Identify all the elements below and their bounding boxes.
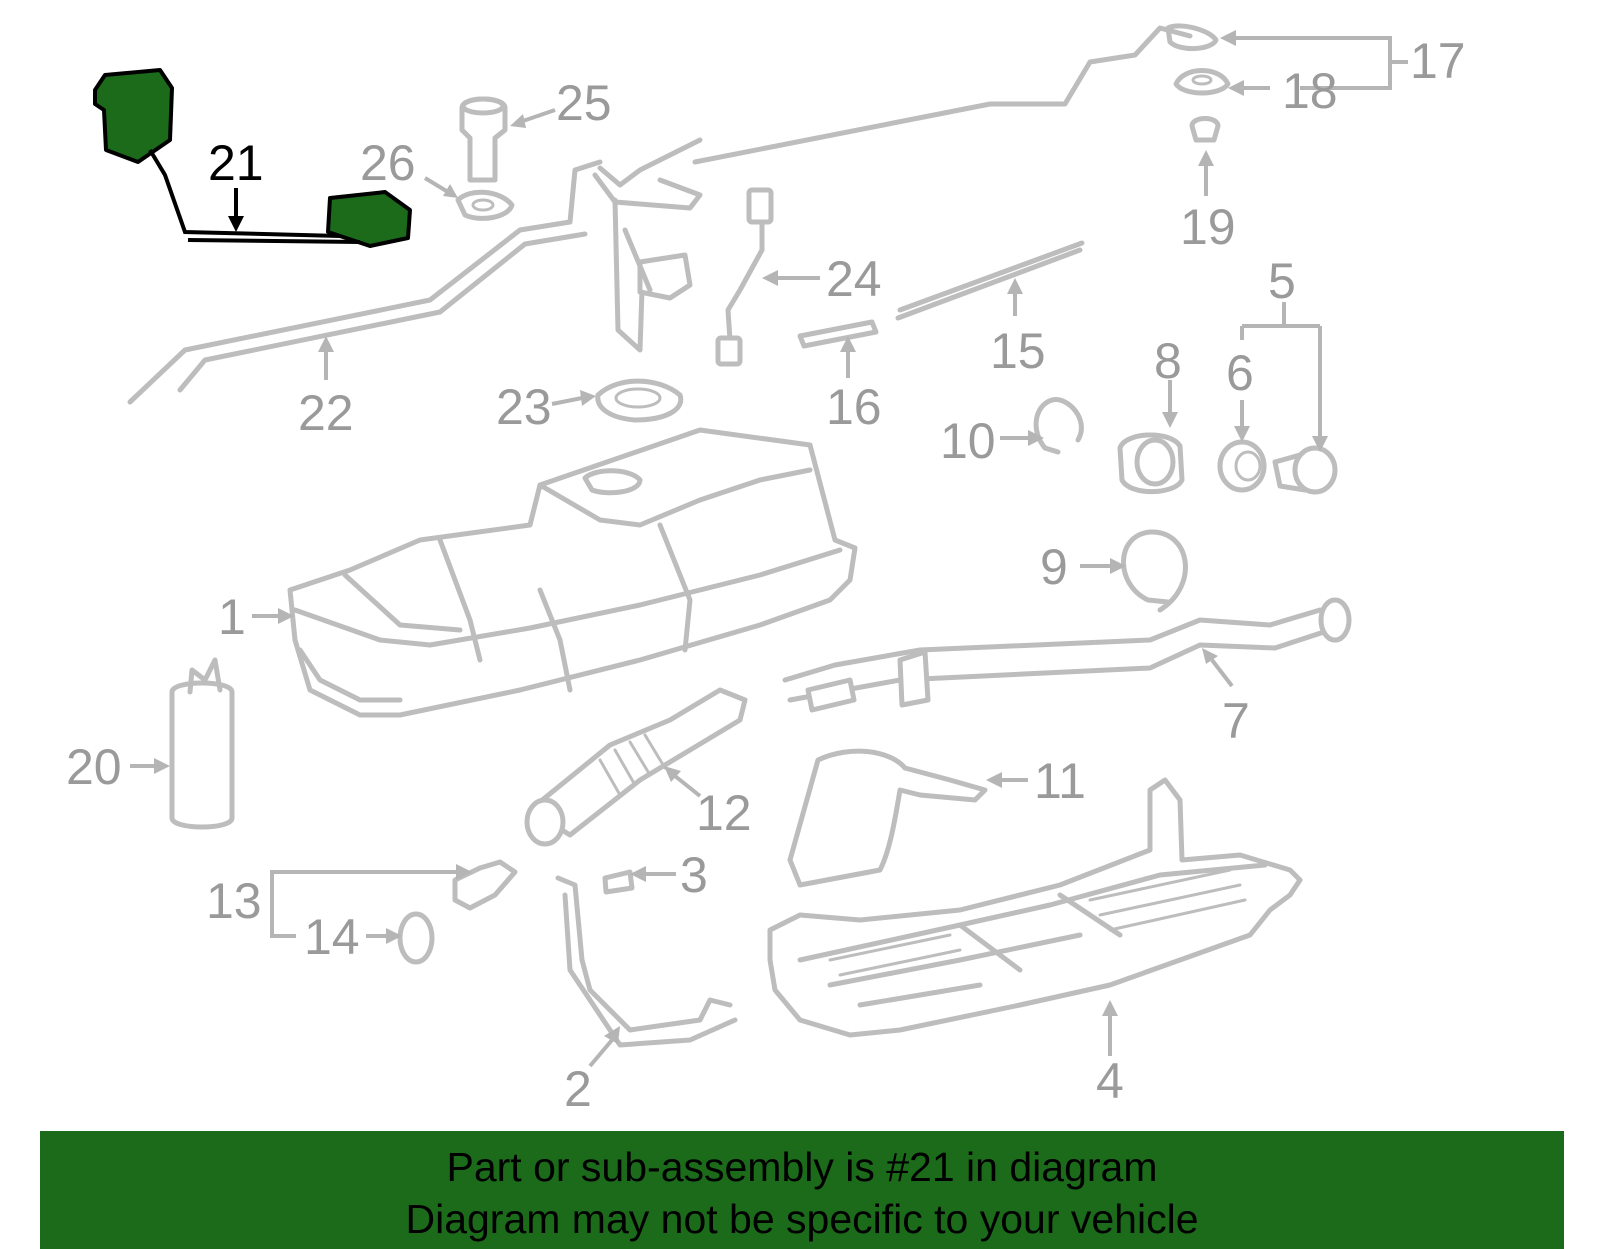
callout-9[interactable]: 9 bbox=[1040, 539, 1068, 595]
callout-3[interactable]: 3 bbox=[680, 847, 708, 903]
callout-8[interactable]: 8 bbox=[1154, 333, 1182, 389]
callout-12[interactable]: 12 bbox=[696, 785, 752, 841]
part-7-filler-neck[interactable] bbox=[782, 597, 1352, 713]
part-18-grommet[interactable] bbox=[1173, 68, 1231, 96]
part-9-ring[interactable] bbox=[1121, 529, 1188, 613]
callout-6[interactable]: 6 bbox=[1226, 345, 1254, 401]
part-2-strap[interactable] bbox=[555, 875, 738, 1048]
part-23-gasket[interactable] bbox=[595, 378, 684, 423]
fuel-pump-bracket bbox=[592, 137, 703, 353]
part-11-heat-shield[interactable] bbox=[787, 748, 988, 888]
callout-26[interactable]: 26 bbox=[360, 135, 416, 191]
callout-25[interactable]: 25 bbox=[556, 75, 612, 131]
callout-19[interactable]: 19 bbox=[1180, 199, 1236, 255]
part-13-connector[interactable] bbox=[452, 859, 518, 911]
callout-1[interactable]: 1 bbox=[218, 589, 246, 645]
part-17-line bbox=[692, 23, 1219, 165]
callout-10[interactable]: 10 bbox=[940, 413, 996, 469]
info-banner: Part or sub-assembly is #21 in diagram D… bbox=[40, 1131, 1564, 1249]
banner-line-1: Part or sub-assembly is #21 in diagram bbox=[446, 1144, 1158, 1190]
part-8-housing[interactable] bbox=[1117, 432, 1185, 495]
part-1-fuel-tank[interactable] bbox=[287, 427, 858, 718]
callout-5[interactable]: 5 bbox=[1268, 253, 1296, 309]
callout-14[interactable]: 14 bbox=[304, 909, 360, 965]
callout-21[interactable]: 21 bbox=[208, 135, 264, 191]
part-10-ring[interactable] bbox=[1033, 397, 1084, 455]
part-16-hose[interactable] bbox=[797, 319, 879, 349]
leaders bbox=[130, 30, 1408, 1068]
part-15-hose[interactable] bbox=[895, 240, 1085, 321]
part-21-fuel-sender[interactable] bbox=[93, 68, 412, 248]
callout-4[interactable]: 4 bbox=[1096, 1053, 1124, 1109]
part-4-skid-plate[interactable] bbox=[767, 777, 1303, 1038]
callout-18[interactable]: 18 bbox=[1282, 63, 1338, 119]
callout-16[interactable]: 16 bbox=[826, 379, 882, 435]
part-3-clip[interactable] bbox=[602, 869, 635, 895]
callout-17[interactable]: 17 bbox=[1410, 33, 1466, 89]
part-14-o-ring[interactable] bbox=[397, 911, 435, 965]
part-26-gasket[interactable] bbox=[455, 189, 515, 221]
callout-13[interactable]: 13 bbox=[206, 873, 262, 929]
callout-22[interactable]: 22 bbox=[298, 385, 354, 441]
callout-15[interactable]: 15 bbox=[990, 323, 1046, 379]
part-22-fuel-lines[interactable] bbox=[127, 159, 603, 405]
callout-2[interactable]: 2 bbox=[564, 1061, 592, 1117]
part-25-vent-valve[interactable] bbox=[459, 96, 508, 183]
part-5-cap[interactable] bbox=[1272, 445, 1338, 495]
banner-line-2: Diagram may not be specific to your vehi… bbox=[405, 1196, 1199, 1242]
callout-23[interactable]: 23 bbox=[496, 379, 552, 435]
part-12-hose[interactable] bbox=[524, 687, 748, 847]
callout-11[interactable]: 11 bbox=[1034, 753, 1086, 809]
callout-20[interactable]: 20 bbox=[66, 739, 122, 795]
part-6-ring[interactable] bbox=[1217, 439, 1267, 493]
part-19-plug[interactable] bbox=[1189, 116, 1221, 143]
part-24-harness[interactable] bbox=[715, 187, 774, 367]
callout-numbers: 21 25 26 22 24 23 16 15 17 18 19 5 6 8 1… bbox=[66, 33, 1466, 1117]
callout-7[interactable]: 7 bbox=[1222, 693, 1250, 749]
part-20-pump[interactable] bbox=[169, 657, 235, 830]
callout-24[interactable]: 24 bbox=[826, 251, 882, 307]
